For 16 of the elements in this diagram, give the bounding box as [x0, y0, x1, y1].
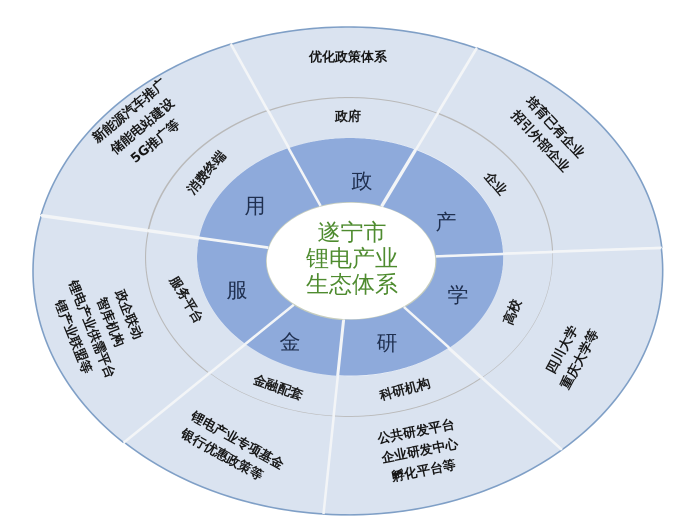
sector-label: 政府: [334, 108, 361, 126]
center-title: 遂宁市锂电产业生态体系: [306, 220, 398, 298]
sector-label: 服: [226, 278, 248, 302]
sector-label: 政: [351, 169, 372, 193]
sector-label: 金: [279, 330, 300, 354]
sector-label: 研: [376, 330, 398, 355]
sector-text: 优化政策体系: [308, 48, 387, 67]
sector-label: 学: [447, 282, 468, 307]
sector-label: 高校: [500, 296, 526, 328]
sector-label: 消费终端: [184, 148, 230, 198]
sector-label: 企业: [480, 168, 510, 200]
sector-label: 用: [244, 194, 266, 218]
sector-label: 服务平台: [165, 273, 207, 327]
sector-label: 产: [435, 210, 456, 234]
sector-label: 科研机构: [378, 375, 432, 405]
sector-label: 金融配套: [250, 371, 306, 404]
